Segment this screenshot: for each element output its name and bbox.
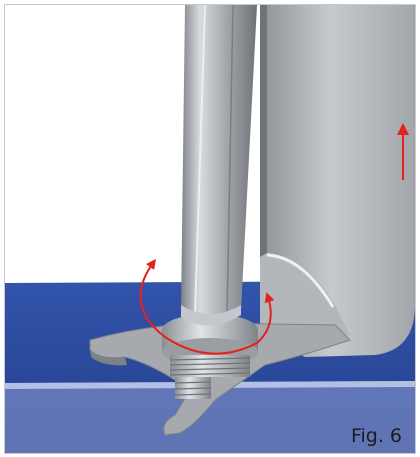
installation-illustration [5, 5, 415, 453]
figure-label: Fig. 6 [350, 425, 402, 447]
threaded-fitting [162, 314, 258, 399]
figure-frame [4, 4, 416, 454]
hex-rod [181, 5, 257, 326]
bracket-plate [260, 5, 415, 357]
up-arrow-icon [397, 123, 409, 180]
curved-rotation-arrow-icon [139, 258, 275, 355]
